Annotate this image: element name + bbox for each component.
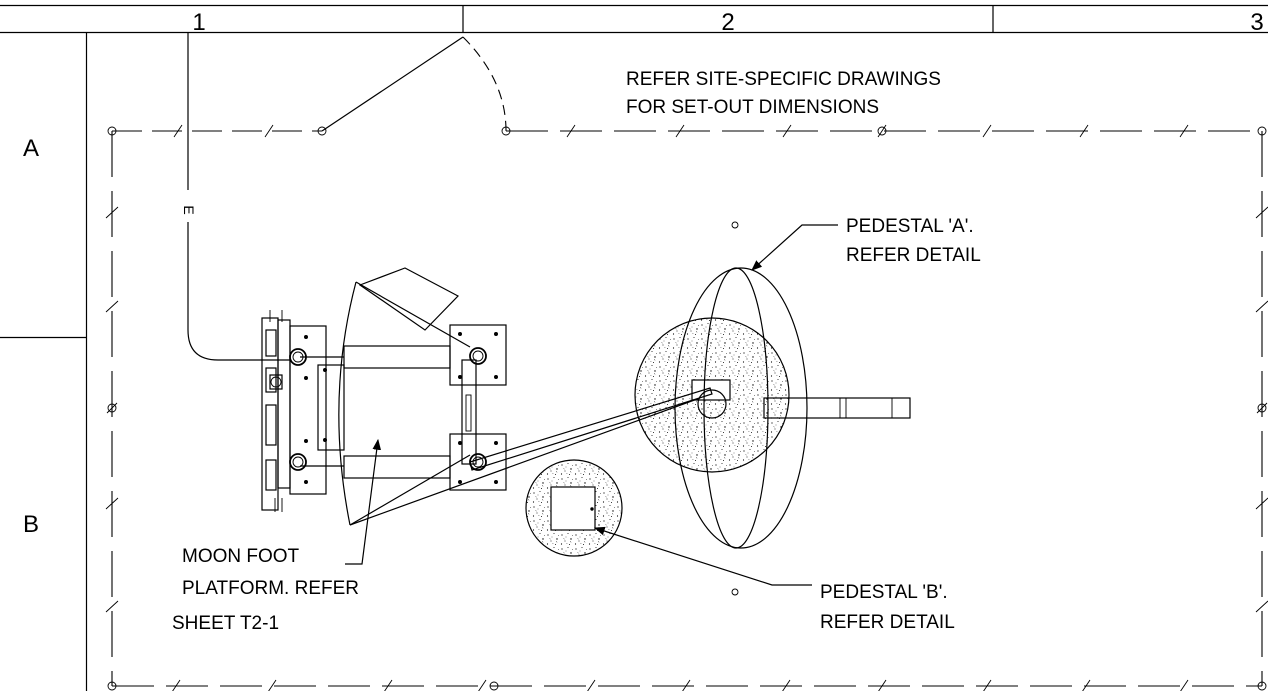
grid-border bbox=[0, 4, 1268, 691]
survey-marker-upper bbox=[731, 221, 739, 229]
platform-label-line1: MOON FOOT bbox=[182, 546, 300, 567]
moon-foot-platform bbox=[261, 267, 507, 526]
feed-cable bbox=[469, 387, 713, 471]
fence-slashes-top bbox=[173, 124, 1189, 138]
row-label-a: A bbox=[23, 135, 39, 162]
setout-note-line2: FOR SET-OUT DIMENSIONS bbox=[626, 97, 879, 118]
platform-label-line2: PLATFORM. REFER bbox=[182, 578, 359, 599]
boundary-fence bbox=[105, 124, 1268, 693]
pedestal-a-leader bbox=[751, 224, 838, 271]
column-label-1: 1 bbox=[192, 9, 205, 36]
gate-swing bbox=[321, 36, 507, 132]
fence-slashes-left bbox=[105, 206, 119, 613]
platform-label-line3: SHEET T2-1 bbox=[172, 613, 279, 634]
column-label-2: 2 bbox=[721, 9, 734, 36]
pedestal-b-leader bbox=[593, 526, 812, 586]
row-label-b: B bbox=[23, 511, 39, 538]
pedestal-b-label-line2: REFER DETAIL bbox=[820, 612, 955, 633]
pedestal-b-label-line1: PEDESTAL 'B'. bbox=[820, 582, 948, 603]
column-label-3: 3 bbox=[1250, 9, 1263, 36]
pedestal-a bbox=[634, 267, 911, 549]
pedestal-b bbox=[525, 459, 623, 557]
platform-leader bbox=[345, 438, 382, 565]
conduit-tag: E bbox=[181, 205, 197, 214]
setout-note-line1: REFER SITE-SPECIFIC DRAWINGS bbox=[626, 69, 941, 90]
pedestal-a-label-line1: PEDESTAL 'A'. bbox=[846, 216, 974, 237]
survey-marker-lower bbox=[731, 588, 739, 596]
pedestal-a-label-line2: REFER DETAIL bbox=[846, 245, 981, 266]
fence-slashes-bottom bbox=[171, 679, 1189, 693]
electrical-conduit bbox=[187, 33, 290, 361]
